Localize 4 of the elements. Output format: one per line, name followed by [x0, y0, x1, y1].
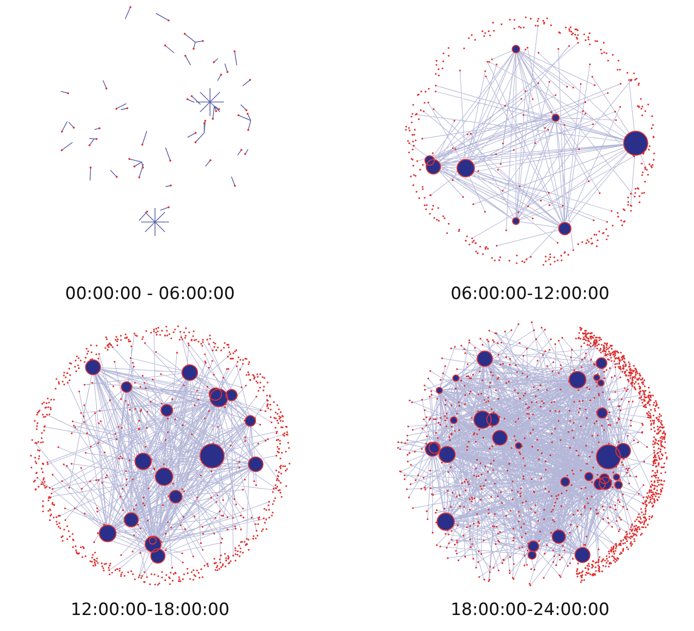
- time-range-caption: 00:00:00 - 06:00:00: [65, 284, 235, 304]
- time-range-caption: 12:00:00-18:00:00: [70, 600, 230, 620]
- time-range-caption: 18:00:00-24:00:00: [450, 600, 610, 620]
- time-range-caption: 06:00:00-12:00:00: [450, 284, 610, 304]
